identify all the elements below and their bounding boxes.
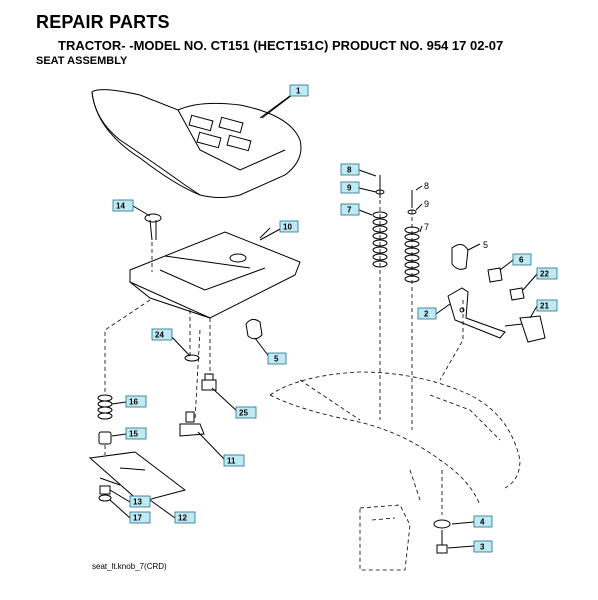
callout-7-right: 7 bbox=[424, 222, 429, 232]
callout-10: 10 bbox=[279, 220, 299, 233]
clip-part-5-right bbox=[451, 244, 469, 270]
model-line: TRACTOR- -MODEL NO. CT151 (HECT151C) PRO… bbox=[58, 38, 504, 53]
svg-text:5: 5 bbox=[483, 240, 488, 250]
callout-8-left: 8 bbox=[340, 163, 360, 176]
nut-part-13 bbox=[99, 485, 111, 495]
callout-14: 14 bbox=[112, 199, 134, 212]
svg-text:5: 5 bbox=[274, 355, 279, 364]
callout-25: 25 bbox=[235, 406, 257, 419]
svg-text:8: 8 bbox=[347, 166, 352, 175]
svg-text:7: 7 bbox=[424, 222, 429, 232]
clip-part-5-left bbox=[245, 318, 263, 340]
svg-text:2: 2 bbox=[424, 310, 429, 319]
svg-text:10: 10 bbox=[283, 223, 292, 232]
callout-24: 24 bbox=[151, 328, 173, 341]
callout-4: 4 bbox=[473, 515, 493, 528]
bolt-part-3 bbox=[436, 530, 448, 554]
callout-6: 6 bbox=[512, 253, 532, 266]
callout-17: 17 bbox=[129, 511, 151, 524]
callout-1: 1 bbox=[289, 84, 309, 97]
callout-15: 15 bbox=[125, 427, 147, 440]
knob-part-11 bbox=[179, 411, 205, 437]
callout-11: 11 bbox=[223, 454, 245, 467]
bolt-part-25 bbox=[201, 373, 217, 391]
bracket-part-2 bbox=[447, 287, 506, 339]
callout-22: 22 bbox=[536, 267, 558, 280]
diagram-filename: seat_lt.knob_7(CRD) bbox=[92, 562, 167, 571]
svg-text:9: 9 bbox=[424, 199, 429, 209]
fender-outline bbox=[269, 371, 521, 571]
svg-text:8: 8 bbox=[424, 181, 429, 191]
svg-text:14: 14 bbox=[116, 202, 125, 211]
bolt-part-14 bbox=[144, 213, 162, 241]
knob-part-21 bbox=[504, 315, 546, 343]
callout-7-left: 7 bbox=[340, 203, 360, 216]
washer-part-24 bbox=[184, 354, 200, 362]
svg-text:11: 11 bbox=[227, 457, 236, 466]
section-title: SEAT ASSEMBLY bbox=[36, 55, 128, 67]
callout-8-right: 8 bbox=[424, 181, 429, 191]
svg-text:1: 1 bbox=[296, 87, 301, 96]
washer-part-17 bbox=[98, 494, 112, 502]
svg-text:12: 12 bbox=[178, 514, 187, 523]
nut-part-22 bbox=[509, 287, 525, 301]
seat-cushion bbox=[91, 89, 302, 198]
callout-21: 21 bbox=[536, 299, 558, 312]
svg-text:6: 6 bbox=[519, 256, 524, 265]
svg-text:9: 9 bbox=[347, 184, 352, 193]
svg-text:16: 16 bbox=[129, 398, 138, 407]
seat-pan bbox=[129, 227, 301, 319]
svg-text:4: 4 bbox=[480, 518, 485, 527]
svg-text:17: 17 bbox=[133, 514, 142, 523]
callout-13: 13 bbox=[129, 495, 151, 508]
callout-9-right: 9 bbox=[424, 199, 429, 209]
nut-part-6 bbox=[487, 267, 503, 283]
svg-text:21: 21 bbox=[540, 302, 549, 311]
callout-2: 2 bbox=[417, 307, 437, 320]
svg-text:7: 7 bbox=[347, 206, 352, 215]
svg-text:25: 25 bbox=[239, 409, 248, 418]
callout-9-left: 9 bbox=[340, 181, 360, 194]
callout-5-left: 5 bbox=[267, 352, 287, 365]
callout-3: 3 bbox=[473, 540, 493, 553]
callout-12: 12 bbox=[174, 511, 196, 524]
svg-text:24: 24 bbox=[155, 331, 164, 340]
spring-part-16 bbox=[97, 394, 113, 420]
bracket-part-12 bbox=[88, 451, 187, 503]
svg-text:13: 13 bbox=[133, 498, 142, 507]
svg-text:15: 15 bbox=[129, 430, 138, 439]
svg-text:3: 3 bbox=[480, 543, 485, 552]
page-title: REPAIR PARTS bbox=[36, 12, 170, 32]
callout-16: 16 bbox=[125, 395, 147, 408]
washer-part-4 bbox=[433, 519, 451, 529]
spring-assembly-right bbox=[404, 190, 420, 283]
spacer-part-15 bbox=[98, 431, 112, 445]
callout-5-right: 5 bbox=[483, 240, 488, 250]
svg-text:22: 22 bbox=[540, 270, 549, 279]
